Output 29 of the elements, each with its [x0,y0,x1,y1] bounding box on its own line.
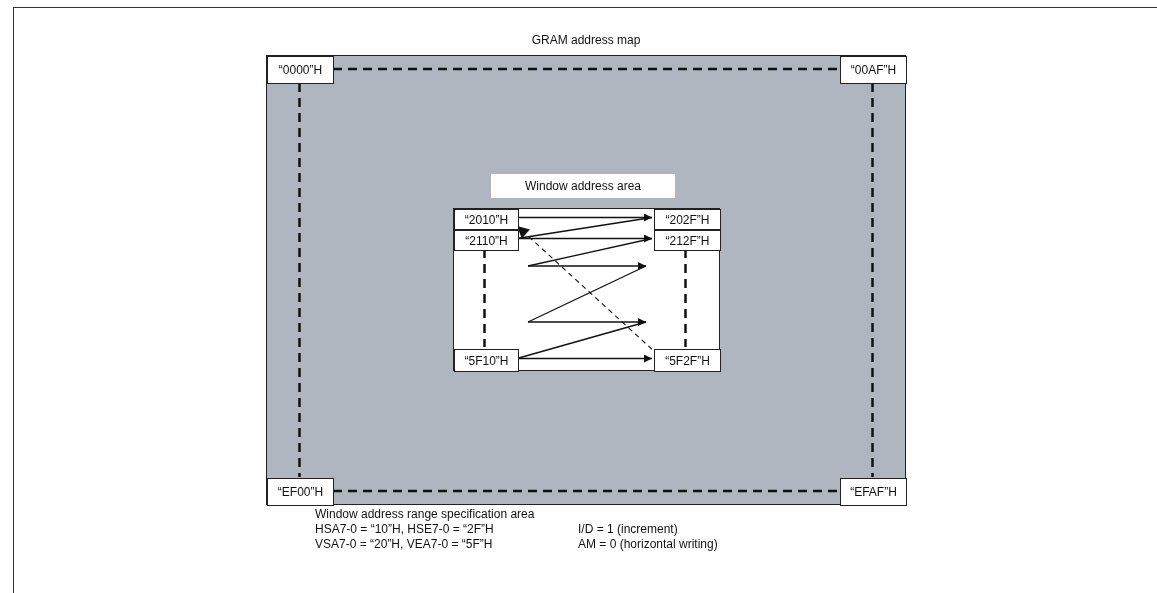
dashed-line [298,83,301,477]
dashed-line [333,67,839,71]
dashed-arrow [516,225,653,350]
map-title: GRAM address map [530,33,642,47]
register-setting: AM = 0 (horizontal writing) [578,537,718,551]
note-heading: Window address range specification area [315,507,535,521]
address-label: “5F2F”H [654,349,721,372]
address-label: “202F”H [654,209,721,230]
address-label: “0000”H [267,56,334,84]
address-label: “EFAF”H [840,478,907,506]
register-setting: I/D = 1 (increment) [578,522,678,536]
arrow [516,234,653,243]
register-setting: HSA7-0 = “10”H, HSE7-0 = “2F”H [315,522,494,536]
address-label: “EF00”H [267,478,334,506]
arrow [516,354,653,363]
address-label: “2110”H [454,230,519,251]
address-label: “212F”H [654,230,721,251]
address-label: “00AF”H [840,56,907,84]
address-label: “5F10”H [454,349,519,372]
dashed-line [871,83,874,477]
area-label: Window address area [491,174,675,198]
address-label: “2010”H [454,209,519,230]
line [516,216,653,240]
window-area-box [453,208,720,371]
arrow [516,213,653,222]
dashed-line [333,489,839,493]
register-setting: VSA7-0 = “20”H, VEA7-0 = “5F”H [315,537,493,551]
dashed-line [483,249,486,347]
dashed-line [684,249,687,347]
